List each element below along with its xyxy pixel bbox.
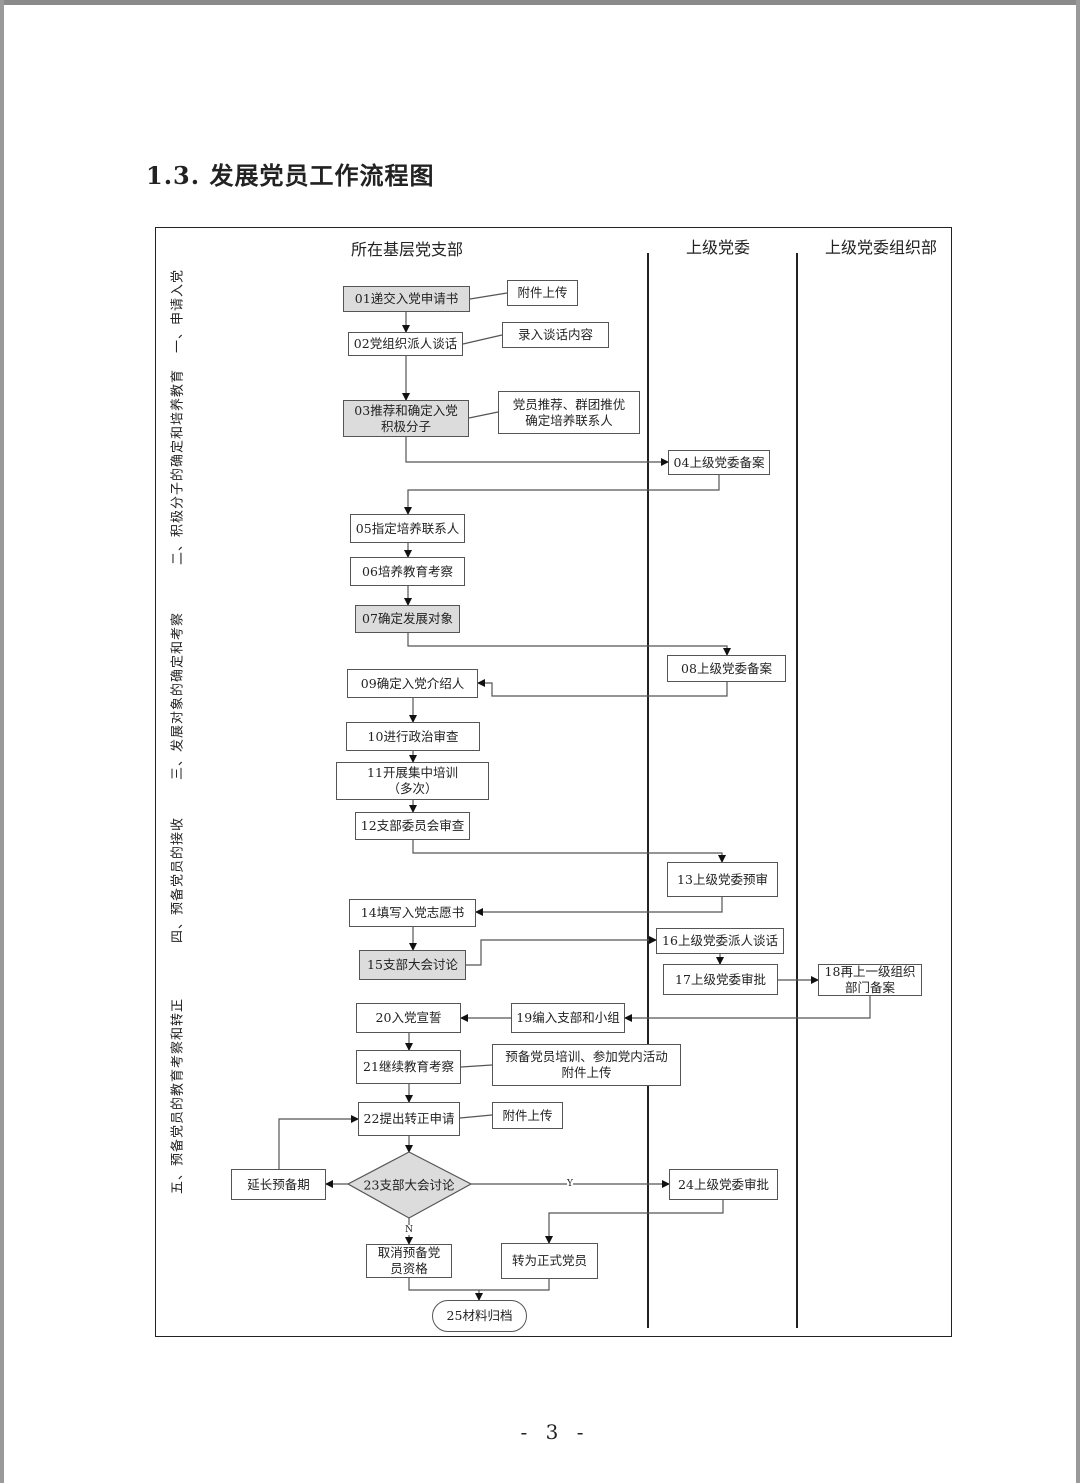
step-09[interactable]: 09确定入党介绍人	[347, 669, 478, 698]
step-14[interactable]: 14填写入党志愿书	[349, 899, 476, 927]
arrow-08-09	[477, 679, 728, 697]
step-21[interactable]: 21继续教育考察	[356, 1050, 461, 1084]
link-21-note	[460, 1064, 493, 1068]
step-11[interactable]: 11开展集中培训 （多次）	[336, 762, 489, 800]
step-22[interactable]: 22提出转正申请	[358, 1102, 460, 1136]
arrow-15-16	[466, 936, 657, 966]
lane-header-party-committee: 上级党委	[685, 238, 751, 257]
flowchart-frame	[155, 227, 952, 1337]
step-19[interactable]: 19编入支部和小组	[511, 1003, 625, 1033]
lane-divider	[647, 253, 649, 1328]
step-08[interactable]: 08上级党委备案	[667, 655, 786, 682]
step-13[interactable]: 13上级党委预审	[667, 862, 778, 897]
step-02-note[interactable]: 录入谈话内容	[502, 322, 609, 348]
step-extend-probation[interactable]: 延长预备期	[231, 1169, 326, 1200]
link-03-note	[468, 411, 499, 419]
step-20[interactable]: 20入党宣誓	[356, 1003, 461, 1033]
step-16[interactable]: 16上级党委派人谈话	[656, 928, 784, 954]
step-04[interactable]: 04上级党委备案	[668, 450, 770, 475]
arrow-07-08	[407, 633, 731, 656]
arrow-24-full	[545, 1200, 724, 1244]
link-22-note	[459, 1114, 493, 1119]
step-cancel-probation[interactable]: 取消预备党 员资格	[366, 1244, 452, 1278]
step-03[interactable]: 03推荐和确定入党 积极分子	[343, 400, 469, 437]
arrow-04-05	[404, 475, 720, 515]
arrow-extend-22	[278, 1115, 359, 1169]
decision-yes-label: Y	[567, 1179, 573, 1189]
page-edge-top	[0, 0, 1080, 5]
merge-to-25	[408, 1278, 550, 1291]
step-06[interactable]: 06培养教育考察	[350, 557, 465, 586]
step-05[interactable]: 05指定培养联系人	[350, 514, 465, 543]
step-24[interactable]: 24上级党委审批	[669, 1169, 778, 1200]
step-03-note[interactable]: 党员推荐、群团推优 确定培养联系人	[498, 391, 640, 434]
step-17[interactable]: 17上级党委审批	[663, 964, 778, 995]
step-full-member[interactable]: 转为正式党员	[501, 1243, 598, 1279]
step-01[interactable]: 01递交入党申请书	[343, 286, 470, 312]
step-21-note[interactable]: 预备党员培训、参加党内活动 附件上传	[492, 1044, 681, 1086]
arrow-18-19	[624, 996, 871, 1022]
step-01-note[interactable]: 附件上传	[507, 280, 578, 306]
lane-header-branch: 所在基层党支部	[350, 240, 464, 259]
step-12[interactable]: 12支部委员会审查	[355, 812, 470, 840]
step-07[interactable]: 07确定发展对象	[355, 605, 460, 633]
step-25[interactable]: 25材料归档	[432, 1300, 527, 1332]
decision-no-label: N	[405, 1225, 413, 1235]
page-number: - 3 -	[520, 1420, 590, 1444]
arrow-13-14	[475, 897, 723, 916]
lane-divider	[796, 253, 798, 1328]
step-15[interactable]: 15支部大会讨论	[359, 950, 466, 980]
arrow-12-13	[412, 840, 726, 863]
decision-diamond-23	[346, 1151, 473, 1219]
page-edge-left	[0, 0, 4, 1483]
link-01-note	[469, 292, 508, 300]
step-10[interactable]: 10进行政治审查	[346, 722, 480, 751]
section-title: 1.3. 发展党员工作流程图	[146, 161, 435, 190]
step-18[interactable]: 18再上一级组织 部门备案	[818, 964, 922, 996]
page-edge-right	[1076, 0, 1080, 1483]
link-02-note	[462, 334, 503, 345]
step-23-label[interactable]: 23支部大会讨论	[363, 1177, 455, 1193]
lane-header-organization-dept: 上级党委组织部	[824, 238, 938, 257]
arrow-03-04	[405, 437, 669, 466]
step-02[interactable]: 02党组织派人谈话	[348, 332, 463, 356]
step-22-note[interactable]: 附件上传	[492, 1102, 563, 1129]
